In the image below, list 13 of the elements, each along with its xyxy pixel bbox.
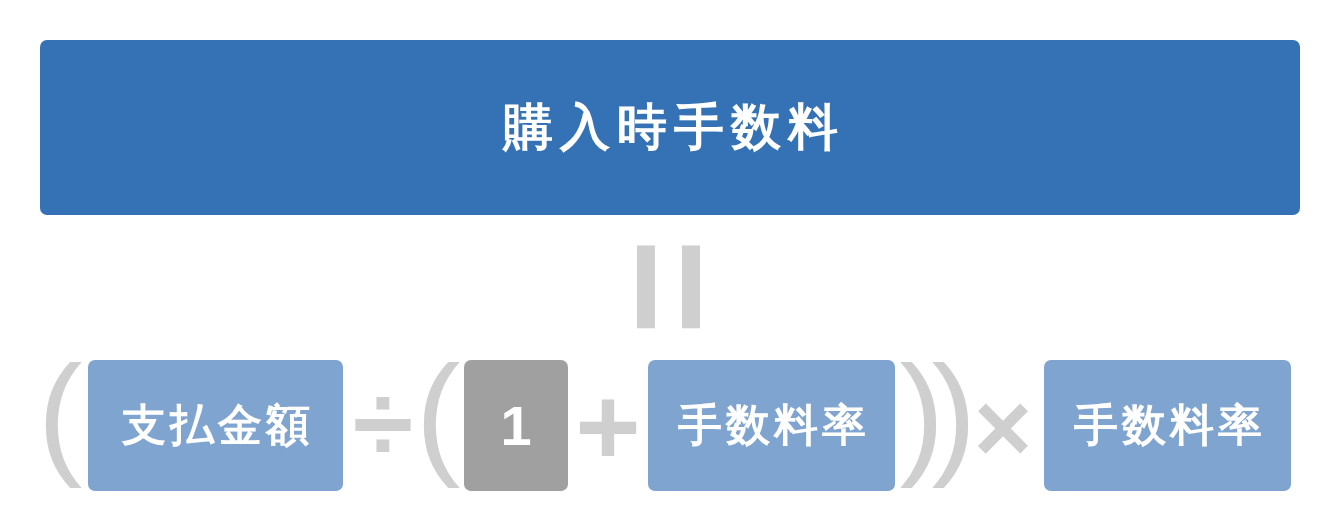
multiplication-sign: × [972, 396, 1034, 458]
term-text: 支払金額 [120, 401, 314, 450]
term-box [1044, 360, 1291, 491]
plus-sign: + [580, 399, 636, 455]
term-box [88, 360, 343, 491]
division-sign: ÷ [355, 393, 411, 453]
title-box [40, 40, 1300, 215]
title-text: 購入時手数料 [501, 100, 845, 155]
term-text: 手数料率 [676, 401, 870, 450]
number-text: 1 [500, 394, 532, 457]
term-box [648, 360, 895, 491]
number-box [464, 360, 568, 491]
term-text: 手数料率 [1072, 401, 1266, 450]
